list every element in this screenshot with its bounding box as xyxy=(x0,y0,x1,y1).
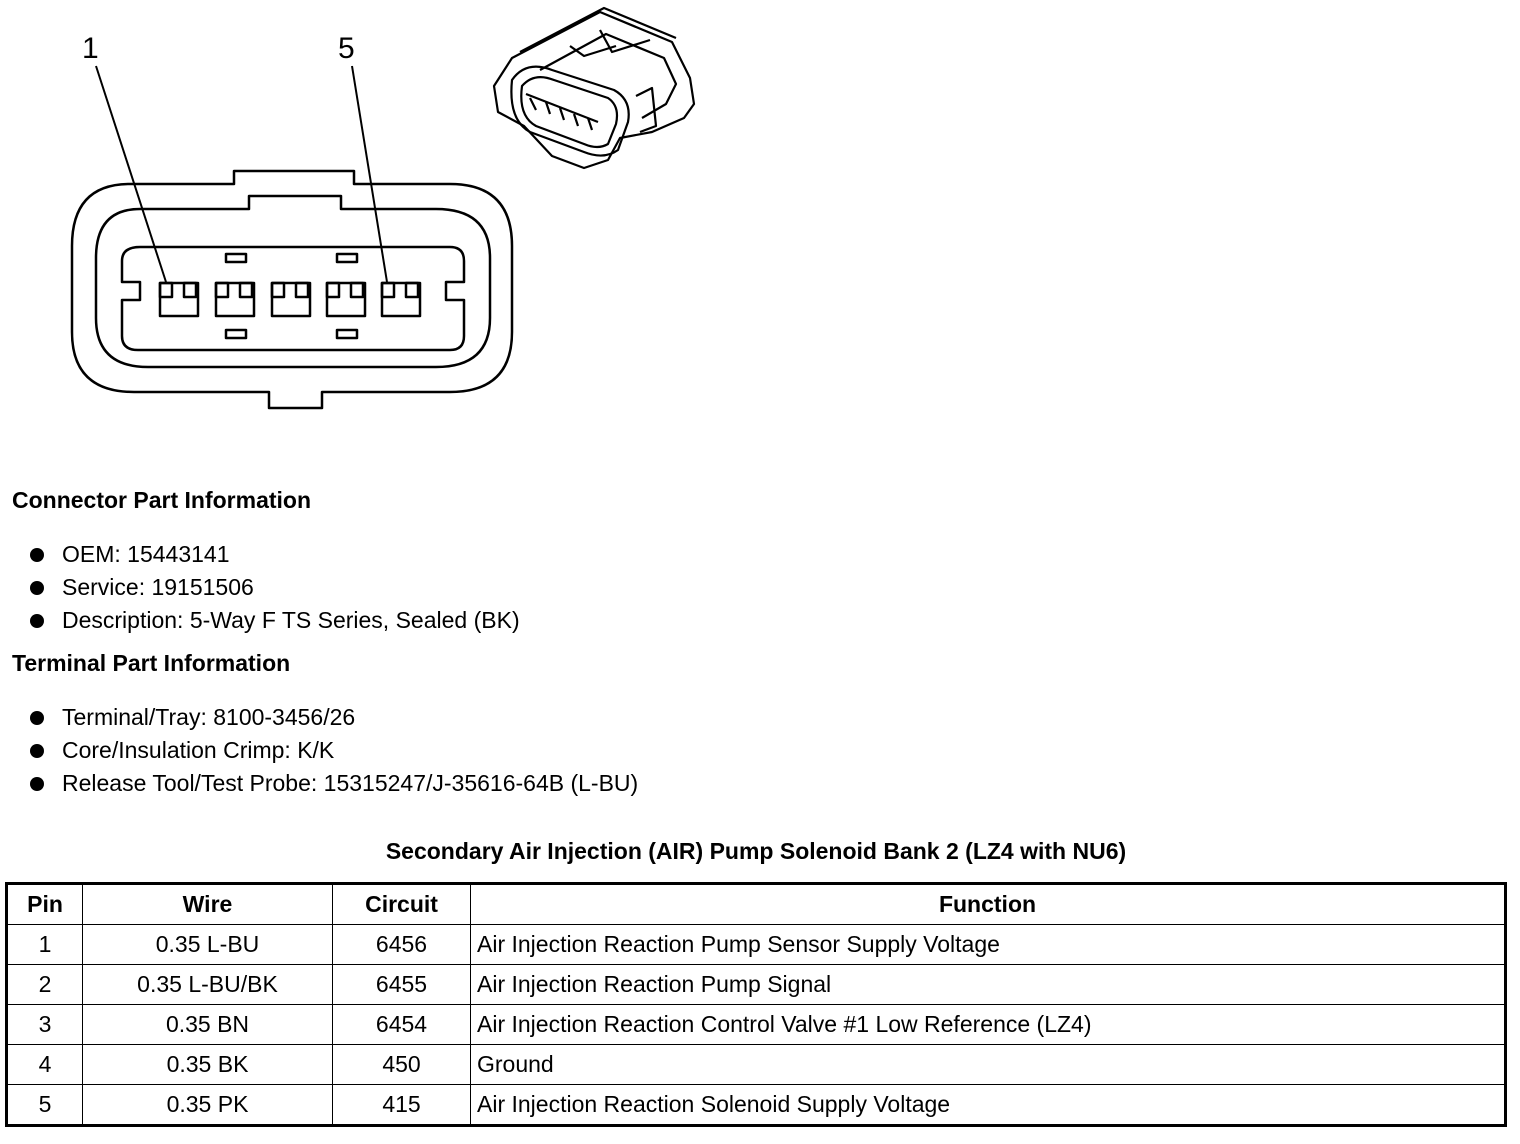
table-title: Secondary Air Injection (AIR) Pump Solen… xyxy=(385,838,1127,864)
header-pin: Pin xyxy=(6,883,83,925)
callout-1-label: 1 xyxy=(82,32,99,65)
header-circuit: Circuit xyxy=(332,883,471,925)
table-row: 3 0.35 BN 6454 Air Injection Reaction Co… xyxy=(6,1004,1506,1045)
cell-wire: 0.35 L-BU xyxy=(82,924,333,965)
crimp-text: Core/Insulation Crimp: K/K xyxy=(62,737,335,763)
cell-circuit: 6455 xyxy=(332,964,471,1005)
terminal-1 xyxy=(158,281,200,318)
list-item: Terminal/Tray: 8100-3456/26 xyxy=(30,701,638,734)
cell-pin: 1 xyxy=(6,924,83,965)
key-top-right xyxy=(335,252,359,264)
key-bottom-right xyxy=(335,328,359,340)
key-top-left xyxy=(224,252,248,264)
cell-function: Air Injection Reaction Pump Sensor Suppl… xyxy=(470,924,1506,965)
callout-5-label: 5 xyxy=(338,32,355,65)
terminal-tray-text: Terminal/Tray: 8100-3456/26 xyxy=(62,704,356,730)
table-row: 4 0.35 BK 450 Ground xyxy=(6,1044,1506,1085)
cell-function: Air Injection Reaction Solenoid Supply V… xyxy=(470,1084,1506,1126)
header-function: Function xyxy=(470,883,1506,925)
cell-pin: 5 xyxy=(6,1084,83,1126)
cell-circuit: 450 xyxy=(332,1044,471,1085)
key-bottom-left xyxy=(224,328,248,340)
bullet-icon xyxy=(30,777,44,791)
release-tool-text: Release Tool/Test Probe: 15315247/J-3561… xyxy=(62,770,639,796)
header-wire: Wire xyxy=(82,883,333,925)
bullet-icon xyxy=(30,744,44,758)
connector-description-text: Description: 5-Way F TS Series, Sealed (… xyxy=(62,607,520,633)
list-item: Service: 19151506 xyxy=(30,571,520,604)
cell-circuit: 6456 xyxy=(332,924,471,965)
cell-wire: 0.35 PK xyxy=(82,1084,333,1126)
cell-wire: 0.35 BK xyxy=(82,1044,333,1085)
terminal-4 xyxy=(325,281,367,318)
list-item: Description: 5-Way F TS Series, Sealed (… xyxy=(30,604,520,637)
connector-inner-housing xyxy=(94,194,492,369)
cell-wire: 0.35 BN xyxy=(82,1004,333,1045)
terminal-2 xyxy=(214,281,256,318)
terminal-5 xyxy=(380,281,422,318)
callout-5-leader xyxy=(351,65,388,283)
connector-service-text: Service: 19151506 xyxy=(62,574,254,600)
connector-3d-illustration xyxy=(492,6,696,170)
connector-part-info-heading: Connector Part Information xyxy=(12,487,312,513)
bullet-icon xyxy=(30,711,44,725)
table-row: 5 0.35 PK 415 Air Injection Reaction Sol… xyxy=(6,1084,1506,1126)
pin-table: Pin Wire Circuit Function 1 0.35 L-BU 64… xyxy=(5,882,1507,1127)
bullet-icon xyxy=(30,581,44,595)
terminal-part-info-list: Terminal/Tray: 8100-3456/26 Core/Insulat… xyxy=(30,701,638,800)
connector-diagram: 1 5 xyxy=(70,6,696,410)
bullet-icon xyxy=(30,614,44,628)
cell-function: Ground xyxy=(470,1044,1506,1085)
cell-circuit: 415 xyxy=(332,1084,471,1126)
table-header-row: Pin Wire Circuit Function xyxy=(6,883,1506,925)
cell-function: Air Injection Reaction Pump Signal xyxy=(470,964,1506,1005)
terminal-3 xyxy=(270,281,312,318)
cell-pin: 3 xyxy=(6,1004,83,1045)
cell-wire: 0.35 L-BU/BK xyxy=(82,964,333,1005)
connector-part-info-list: OEM: 15443141 Service: 19151506 Descript… xyxy=(30,538,520,637)
cell-pin: 4 xyxy=(6,1044,83,1085)
connector-oem-text: OEM: 15443141 xyxy=(62,541,230,567)
list-item: OEM: 15443141 xyxy=(30,538,520,571)
table-row: 1 0.35 L-BU 6456 Air Injection Reaction … xyxy=(6,924,1506,965)
cell-function: Air Injection Reaction Control Valve #1 … xyxy=(470,1004,1506,1045)
terminal-part-info-heading: Terminal Part Information xyxy=(12,650,291,676)
table-row: 2 0.35 L-BU/BK 6455 Air Injection Reacti… xyxy=(6,964,1506,1005)
list-item: Release Tool/Test Probe: 15315247/J-3561… xyxy=(30,767,638,800)
connector-outer-housing xyxy=(70,169,514,410)
bullet-icon xyxy=(30,548,44,562)
connector-cavity xyxy=(120,245,466,352)
list-item: Core/Insulation Crimp: K/K xyxy=(30,734,638,767)
cell-pin: 2 xyxy=(6,964,83,1005)
cell-circuit: 6454 xyxy=(332,1004,471,1045)
callout-1-leader xyxy=(95,65,167,283)
